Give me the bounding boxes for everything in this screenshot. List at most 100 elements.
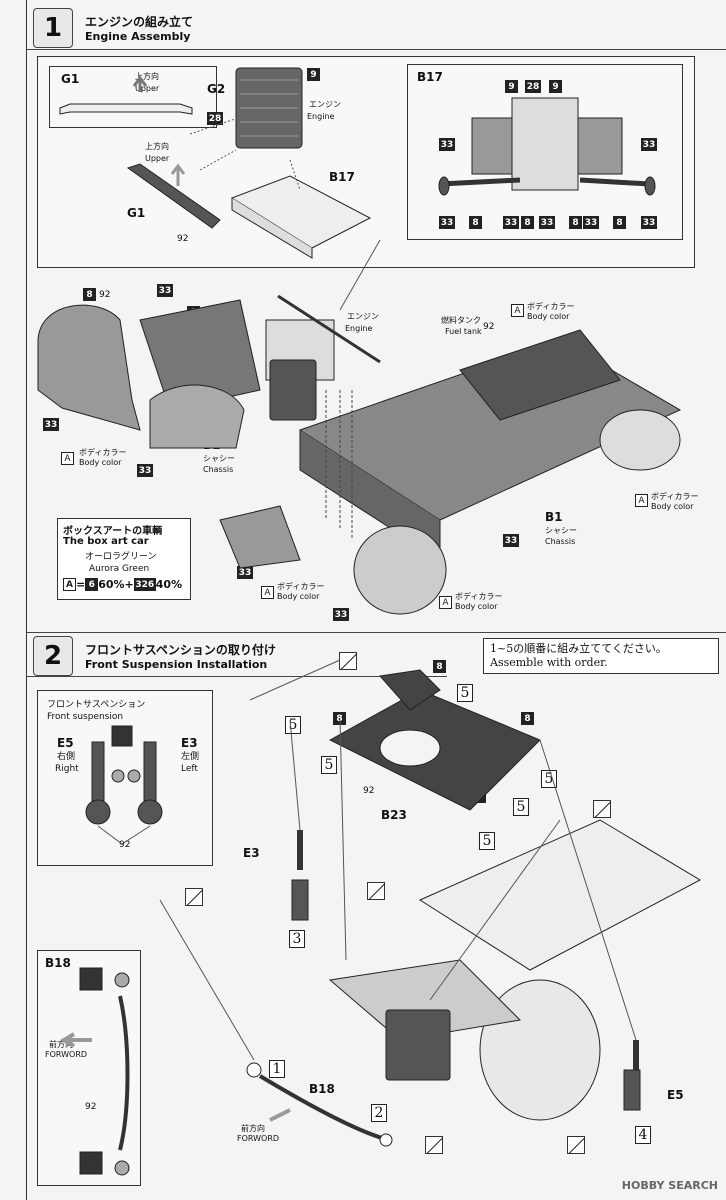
order-note-jp: 1~5の順番に組み立ててください。: [490, 642, 667, 655]
g1-inset-label: G1: [61, 72, 80, 86]
tag-33-left: 33: [43, 418, 59, 431]
chassis-en-right: Chassis: [545, 537, 576, 546]
order-2: 2: [371, 1104, 387, 1122]
no-cement-icon: [425, 1136, 443, 1154]
inset-title-en: Front suspension: [47, 712, 124, 722]
b1-label-right: B1: [545, 510, 563, 524]
step1-number: 1: [33, 8, 73, 48]
b23-tag-8b: 8: [333, 712, 346, 725]
engine-en-top: Engine: [307, 112, 335, 121]
part-92-fender: 92: [99, 290, 111, 300]
part-92-b23: 92: [363, 786, 375, 796]
b17-tag-8-b4: 8: [613, 216, 626, 229]
forward-jp: 前方向: [241, 1124, 265, 1133]
no-cement-icon: [593, 800, 611, 818]
engine-jp-top: エンジン: [309, 100, 341, 109]
b17-tag-33-b3: 33: [539, 216, 555, 229]
b18-main-label: B18: [309, 1082, 335, 1096]
b17-tag-8-b2: 8: [521, 216, 534, 229]
order-5b: 5: [321, 756, 337, 774]
assembly-order-note: 1~5の順番に組み立ててください。 Assemble with order.: [483, 638, 719, 674]
b17-tag-28: 28: [525, 80, 541, 93]
step1-header: 1 エンジンの組み立て Engine Assembly: [27, 8, 193, 48]
e5-side-jp: 右側: [57, 752, 76, 762]
part-92-inset: 92: [119, 840, 131, 850]
b17-tag-33-b5: 33: [641, 216, 657, 229]
order-note-en: Assemble with order.: [490, 656, 608, 669]
tag-33-top: 33: [157, 284, 173, 297]
b18-inset-label: B18: [45, 956, 71, 970]
part-92-g1: 92: [177, 234, 189, 244]
upper-jp: 上方向: [145, 142, 169, 151]
boxart-title-jp: ボックスアートの車輌: [63, 526, 163, 537]
formula-c2: 326: [133, 578, 156, 591]
g1-upper-jp: 上方向: [135, 72, 159, 81]
step2-title-jp: フロントサスペンションの取り付け: [85, 643, 276, 657]
step2-number: 2: [33, 636, 73, 676]
e5-main-label: E5: [667, 1088, 684, 1102]
order-3: 3: [289, 930, 305, 948]
paint-a-4: A: [261, 586, 274, 599]
upper-en: Upper: [145, 154, 170, 163]
b17-label: B17: [329, 170, 355, 184]
chassis-en-left: Chassis: [203, 465, 234, 474]
paint-a-5: A: [439, 596, 452, 609]
order-5c: 5: [457, 684, 473, 702]
boxart-panel: [57, 518, 191, 600]
tag-33-chassis: 33: [503, 534, 519, 547]
fuel-jp: 燃料タンク: [441, 316, 481, 325]
b17-tag-9b: 9: [549, 80, 562, 93]
no-cement-icon: [185, 888, 203, 906]
order-5e: 5: [513, 798, 529, 816]
b17-tag-33-b2: 33: [503, 216, 519, 229]
step2-header: 2 フロントサスペンションの取り付け Front Suspension Inst…: [27, 636, 276, 676]
forward-en: FORWORD: [237, 1134, 280, 1143]
e3-main-label: E3: [243, 846, 260, 860]
b18-forward-en: FORWORD: [45, 1050, 88, 1059]
body-color-jp-5: ボディカラー: [455, 592, 503, 601]
boxart-formula: A = 6 60%+ 326 40%: [63, 578, 182, 591]
body-color-en-3: Body color: [651, 502, 694, 511]
b17-inset-label: B17: [417, 70, 443, 84]
engine-jp-mid: エンジン: [347, 312, 379, 321]
b17-tag-8-b1: 8: [469, 216, 482, 229]
part-tag-9: 9: [307, 68, 320, 81]
step2-title-en: Front Suspension Installation: [85, 658, 268, 671]
paint-a-1: A: [61, 452, 74, 465]
engine-en-mid: Engine: [345, 324, 373, 333]
step1-title-jp: エンジンの組み立て: [85, 15, 194, 29]
part-tag-28: 28: [207, 112, 223, 125]
body-color-en-4: Body color: [277, 592, 320, 601]
formula-p1: 60%+: [98, 578, 134, 591]
formula-c1: 6: [85, 578, 99, 591]
b23-label: B23: [381, 808, 407, 822]
e5-side-en: Right: [55, 764, 79, 774]
tag-8-fender: 8: [83, 288, 96, 301]
b18-forward-jp: 前方向: [49, 1040, 73, 1049]
paint-a-2: A: [511, 304, 524, 317]
body-color-jp-2: ボディカラー: [527, 302, 575, 311]
boxart-color-en: Aurora Green: [89, 564, 150, 574]
body-color-en-5: Body color: [455, 602, 498, 611]
e3-side-en: Left: [181, 764, 198, 774]
formula-p2: 40%: [155, 578, 183, 591]
chassis-jp-right: シャシー: [545, 526, 577, 535]
order-5d: 5: [541, 770, 557, 788]
body-color-jp-3: ボディカラー: [651, 492, 699, 501]
body-color-en-1: Body color: [79, 458, 122, 467]
paint-a-3: A: [635, 494, 648, 507]
chassis-jp-left: シャシー: [203, 454, 235, 463]
b17-tag-33-right: 33: [641, 138, 657, 151]
b17-tag-33-left: 33: [439, 138, 455, 151]
watermark: HOBBY SEARCH: [621, 1179, 718, 1192]
boxart-title-en: The box art car: [63, 536, 149, 547]
inset-title-jp: フロントサスペンション: [47, 700, 146, 710]
b17-tag-33-b1: 33: [439, 216, 455, 229]
b23-tag-8a: 8: [433, 660, 446, 673]
b17-tag-8-b3: 8: [569, 216, 582, 229]
front-suspension-inset: [37, 690, 213, 866]
b17-tag-9a: 9: [505, 80, 518, 93]
tag-33-bottom: 33: [137, 464, 153, 477]
g1-inset: [49, 66, 217, 128]
g1-upper-en: Upper: [135, 84, 160, 93]
